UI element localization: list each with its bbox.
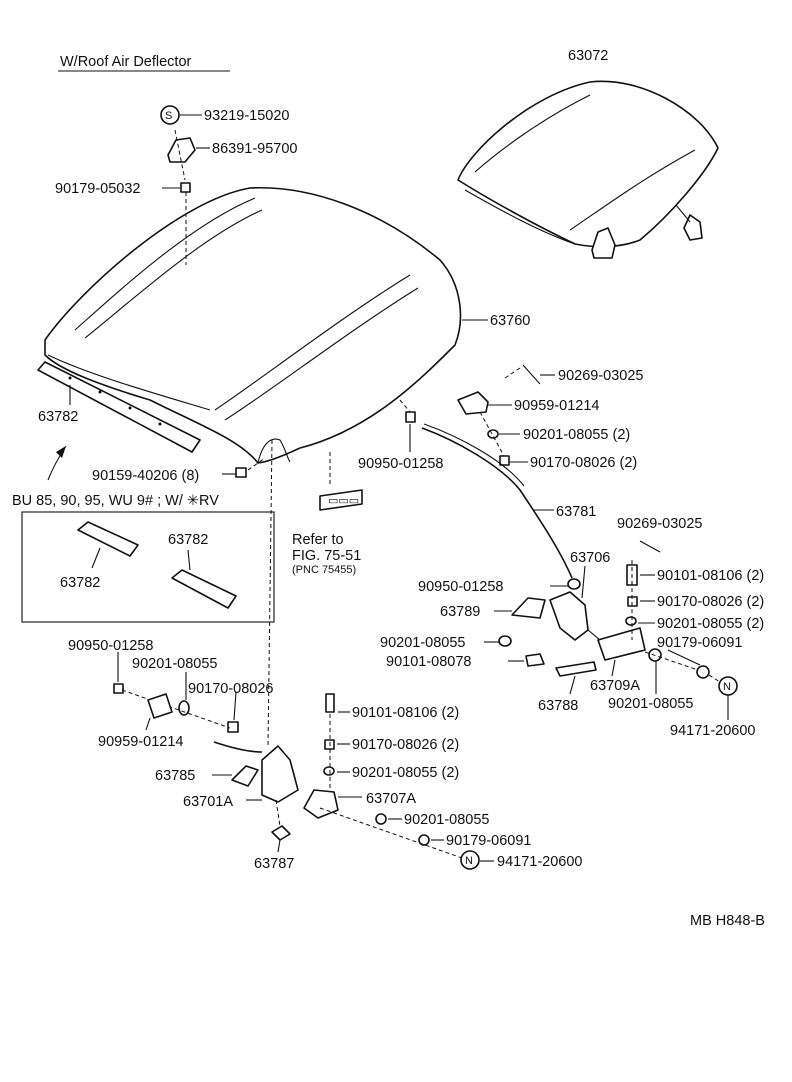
bolt-90101-b: [525, 653, 545, 667]
callout-63787: 63787: [254, 856, 294, 872]
nut-90170-a: [499, 455, 510, 466]
ref-line2: FIG. 75-51: [292, 548, 361, 564]
variant-title: BU 85, 90, 95, WU 9# ; W/ ✳RV: [12, 493, 219, 509]
callout-90201-08055-f: 90201-08055 (2): [352, 765, 459, 781]
callout-90201-08055-d: 90201-08055: [608, 696, 693, 712]
callout-90101-08106-a: 90101-08106 (2): [657, 568, 764, 584]
callout-63788: 63788: [538, 698, 578, 714]
callout-90950-01258-b: 90950-01258: [418, 579, 503, 595]
callout-63782: 63782: [38, 409, 78, 425]
hinge-63701A: [261, 745, 299, 803]
callout-94171-20600-a: 94171-20600: [670, 723, 755, 739]
callout-90950-01258-c: 90950-01258: [68, 638, 153, 654]
callout-63706: 63706: [570, 550, 610, 566]
rod-63781: [421, 427, 573, 579]
callout-90170-08026-b: 90170-08026 (2): [657, 594, 764, 610]
washer-90201-a: [487, 429, 499, 439]
callout-93219-15020: 93219-15020: [204, 108, 289, 124]
ref-line1: Refer to: [292, 532, 344, 548]
callout-63072: 63072: [568, 48, 608, 64]
nut-90950-b: [567, 578, 581, 590]
washer-90201-g: [375, 813, 387, 825]
hinge-63706: [549, 591, 589, 641]
callout-63760: 63760: [490, 313, 530, 329]
callout-90269-03025-a: 90269-03025: [558, 368, 643, 384]
hinge-63707A: [303, 789, 339, 819]
callout-90950-01258-a: 90950-01258: [358, 456, 443, 472]
callout-90179-05032: 90179-05032: [55, 181, 140, 197]
screw-90159: [235, 467, 247, 478]
callout-90159-40206: 90159-40206 (8): [92, 468, 199, 484]
bolt-90269-b: [639, 540, 661, 553]
variant-box: [21, 511, 275, 623]
callout-90269-03025-b: 90269-03025: [617, 516, 702, 532]
svg-text:▭▭▭: ▭▭▭: [328, 495, 359, 507]
roof-deflector-main: [44, 186, 462, 464]
variant-part-a: 63782: [60, 575, 100, 591]
symbol-s: [160, 105, 180, 125]
washer-90201-e: [178, 700, 190, 716]
callout-63789: 63789: [440, 604, 480, 620]
callout-90179-06091-b: 90179-06091: [446, 833, 531, 849]
callout-90101-08078: 90101-08078: [386, 654, 471, 670]
clip-86391: [167, 137, 196, 163]
callout-63785: 63785: [155, 768, 195, 784]
trim-strip-63782: [37, 361, 201, 453]
callout-90201-08055-e: 90201-08055: [132, 656, 217, 672]
variant-part-b: 63782: [168, 532, 208, 548]
washer-90201-f: [323, 766, 335, 776]
nut-90950-c: [113, 683, 124, 694]
callout-86391-95700: 86391-95700: [212, 141, 297, 157]
bracket-90959-b: [147, 693, 173, 719]
variant-strip-a: [77, 521, 139, 557]
callout-63709A: 63709A: [590, 678, 640, 694]
washer-90201-c: [498, 635, 512, 647]
plate-63785: [231, 765, 259, 787]
rod-lower: [213, 741, 263, 753]
roof-deflector-small: [457, 80, 719, 259]
nut-90179: [180, 182, 191, 193]
callout-63701A: 63701A: [183, 794, 233, 810]
nut-90179-b: [696, 665, 710, 679]
washer-90201-b: [625, 616, 637, 626]
ref-line3: (PNC 75455): [292, 564, 356, 576]
callout-90201-08055-c: 90201-08055: [380, 635, 465, 651]
nut-90170-c: [227, 721, 239, 733]
callout-90201-08055-b: 90201-08055 (2): [657, 616, 764, 632]
symbol-n-b: [460, 850, 480, 870]
callout-90201-08055-a: 90201-08055 (2): [523, 427, 630, 443]
callout-90959-01214-a: 90959-01214: [514, 398, 599, 414]
callout-90170-08026-c: 90170-08026: [188, 681, 273, 697]
callout-90170-08026-a: 90170-08026 (2): [530, 455, 637, 471]
diagram-header: W/Roof Air Deflector: [60, 54, 192, 70]
svg-text:N: N: [465, 855, 473, 867]
callout-63781: 63781: [556, 504, 596, 520]
callout-90101-08106-b: 90101-08106 (2): [352, 705, 459, 721]
bracket-90959-a: [457, 391, 489, 415]
bolt-90269-a: [522, 364, 541, 385]
bracket-63789: [511, 597, 546, 619]
plate-63787: [271, 825, 291, 841]
svg-text:N: N: [723, 681, 731, 693]
hinge-63709A: [597, 627, 646, 661]
callout-94171-20600-b: 94171-20600: [497, 854, 582, 870]
callout-90170-08026-d: 90170-08026 (2): [352, 737, 459, 753]
nut-90950-a: [405, 411, 416, 423]
callout-90959-01214-b: 90959-01214: [98, 734, 183, 750]
callout-63707A: 63707A: [366, 791, 416, 807]
plate-63788: [555, 661, 597, 677]
callout-90179-06091-a: 90179-06091: [657, 635, 742, 651]
reference-part: [319, 489, 363, 511]
variant-strip-b: [171, 569, 237, 609]
nut-90179-c: [418, 834, 430, 846]
footer-code: MB H848-B: [690, 913, 765, 929]
bolt-90101-c: [325, 693, 335, 713]
callout-90201-08055-g: 90201-08055: [404, 812, 489, 828]
svg-text:S: S: [165, 110, 172, 122]
